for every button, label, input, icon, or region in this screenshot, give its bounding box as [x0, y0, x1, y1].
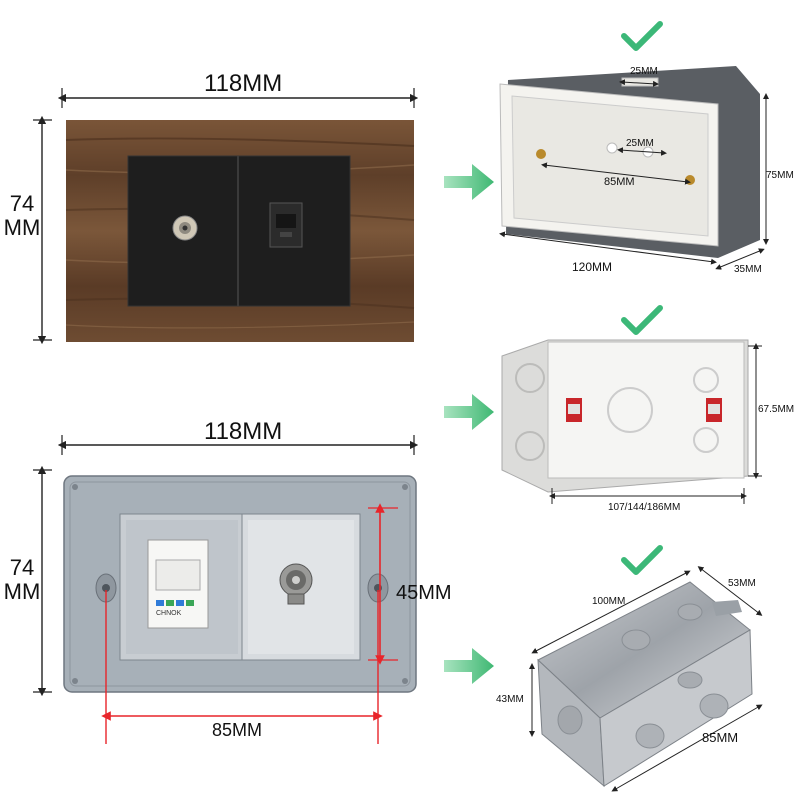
check-icon [621, 545, 663, 575]
back-panel-height-dimension [33, 465, 52, 697]
box-1-hole-spacing-label: 25MM [626, 138, 654, 149]
box-3-height-label: 43MM [496, 694, 524, 705]
plastic-back-box-2 [501, 339, 749, 493]
front-panel-height-label: 74 MM [2, 192, 42, 240]
keystone-module [147, 539, 209, 629]
module-height-dimension [368, 503, 398, 665]
wood-front-panel [65, 120, 415, 342]
box-1-depth-label: 35MM [734, 264, 762, 275]
box-1-slot-label: 25MM [630, 66, 658, 77]
telephone-jack-icon [269, 202, 303, 248]
box-2-height-label: 67.5MM [758, 404, 795, 415]
plastic-back-box-1 [499, 66, 760, 258]
keystone-brand-label: CHNOK [156, 610, 182, 617]
metal-back-box [537, 581, 753, 788]
back-panel-height-value: 74 [9, 555, 35, 580]
front-panel-height-value: 74 [9, 191, 35, 216]
box-3-dimension-lines [529, 566, 763, 792]
box-1-length-label: 120MM [572, 260, 613, 274]
coax-tv-socket-icon [172, 215, 198, 241]
box-1-screw-spacing-label: 85MM [604, 176, 635, 188]
back-panel-height-label: 74 MM [2, 556, 42, 604]
box-1-dimension-lines [499, 79, 769, 270]
box-3-length-label: 100MM [592, 596, 626, 607]
front-panel-width-label: 118MM [204, 70, 283, 97]
box-3-width-label: 53MM [728, 578, 756, 589]
arrow-right-icon [444, 394, 494, 430]
arrow-right-icon [444, 648, 494, 684]
back-panel-width-label: 118MM [204, 418, 283, 445]
check-icon [621, 21, 663, 51]
back-panel-height-unit: MM [3, 579, 41, 604]
box-3-bottom-label: 85MM [702, 730, 739, 745]
arrow-right-icon [444, 164, 494, 200]
front-panel-height-unit: MM [3, 215, 41, 240]
front-panel-width-dimension [57, 88, 419, 108]
screw-spacing-label: 85MM [212, 720, 263, 740]
front-panel-height-dimension [33, 115, 52, 345]
screw-spacing-dimension [101, 590, 383, 744]
module-height-label: 45MM [396, 582, 452, 604]
coax-connector-back-icon [279, 563, 313, 605]
back-panel [63, 475, 417, 693]
back-panel-width-dimension [57, 435, 419, 455]
box-1-height-label: 75MM [766, 170, 794, 181]
check-icon [621, 305, 663, 335]
box-2-length-label: 107/144/186MM [608, 502, 681, 513]
box-2-dimension-lines [549, 343, 762, 504]
